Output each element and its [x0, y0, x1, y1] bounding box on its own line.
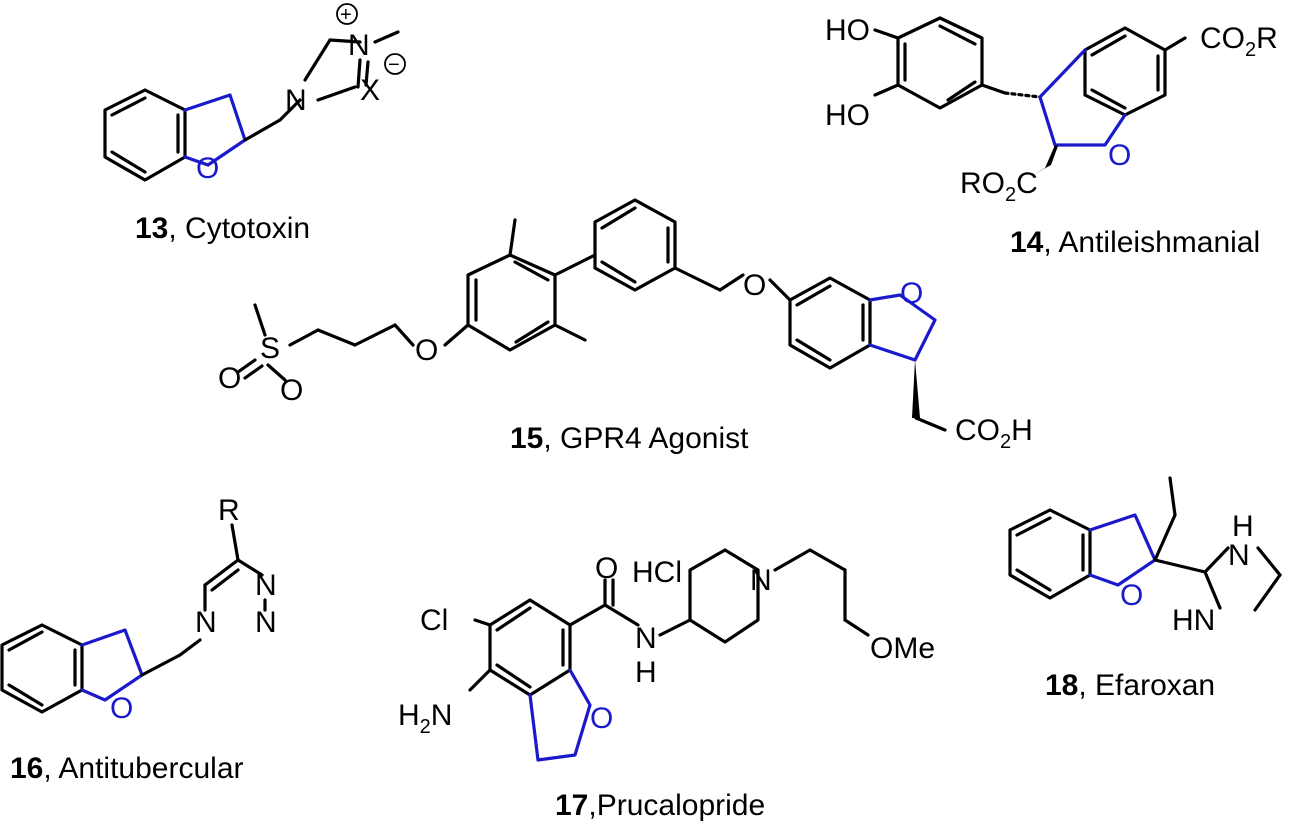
ester-label: CO2R: [1200, 22, 1278, 61]
hydroxyl-label: HO: [825, 99, 870, 132]
oxygen-label: O: [110, 692, 133, 725]
amide-nitrogen-label: N: [635, 622, 657, 655]
compound-18: O H N HN 18, Efaroxan: [1008, 476, 1282, 702]
caption-13: 13, Cytotoxin: [135, 212, 310, 245]
chlorine-label: Cl: [420, 604, 448, 637]
sulfur-label: S: [260, 332, 280, 365]
imidazoline-nh-label: HN: [1172, 604, 1215, 637]
oxygen-label: O: [1108, 139, 1131, 172]
caption-16: 16, Antitubercular: [10, 752, 244, 785]
ether-oxygen-label: O: [415, 334, 438, 367]
caption-17: 17,Prucalopride: [555, 789, 765, 822]
piperidine-nitrogen-label: N: [750, 564, 772, 597]
compound-16: O N N N R 16, Antitubercular: [0, 494, 277, 785]
compound-13: O N N + X − 13, Cytotoxin: [103, 3, 406, 245]
r-group-label: R: [218, 494, 240, 527]
carboxylic-acid-label: CO2H: [955, 414, 1033, 453]
plus-charge: +: [340, 4, 352, 26]
nitrogen-label: N: [255, 569, 277, 602]
minus-charge: −: [388, 54, 400, 76]
hcl-label: HCl: [632, 556, 682, 589]
compound-17: Cl H2N O O N H N OMe HCl 17,Prucalopride: [398, 548, 935, 822]
counterion-label: X: [360, 74, 380, 107]
nitrogen-label: N: [255, 606, 277, 639]
methoxy-label: OMe: [870, 632, 935, 665]
oxygen-label: O: [590, 702, 613, 735]
ether-oxygen-label: O: [743, 269, 766, 302]
imidazoline-h-label: H: [1232, 510, 1254, 543]
nitrogen-label: N: [348, 29, 370, 62]
oxygen-label: O: [900, 277, 923, 310]
hydroxyl-label: HO: [825, 14, 870, 47]
ester-label: RO2C: [960, 167, 1038, 206]
imidazoline-n-label: N: [1228, 539, 1250, 572]
compound-15: O S O O O O CO2H 15, GPR4 Agonist: [218, 198, 1033, 455]
sulfonyl-oxygen-label: O: [218, 362, 241, 395]
amine-label: H2N: [398, 699, 452, 738]
carbonyl-oxygen-label: O: [595, 552, 618, 585]
caption-15: 15, GPR4 Agonist: [510, 422, 749, 455]
sulfonyl-oxygen-label: O: [280, 374, 303, 407]
oxygen-label: O: [1120, 579, 1143, 612]
caption-14: 14, Antileishmanial: [1010, 226, 1260, 259]
compound-14: HO HO CO2R O RO2C 14, Antileishmanial: [825, 14, 1278, 259]
nitrogen-label: N: [285, 84, 307, 117]
oxygen-label: O: [196, 152, 219, 185]
caption-18: 18, Efaroxan: [1045, 669, 1215, 702]
amide-hydrogen-label: H: [635, 656, 657, 689]
nitrogen-label: N: [195, 606, 217, 639]
